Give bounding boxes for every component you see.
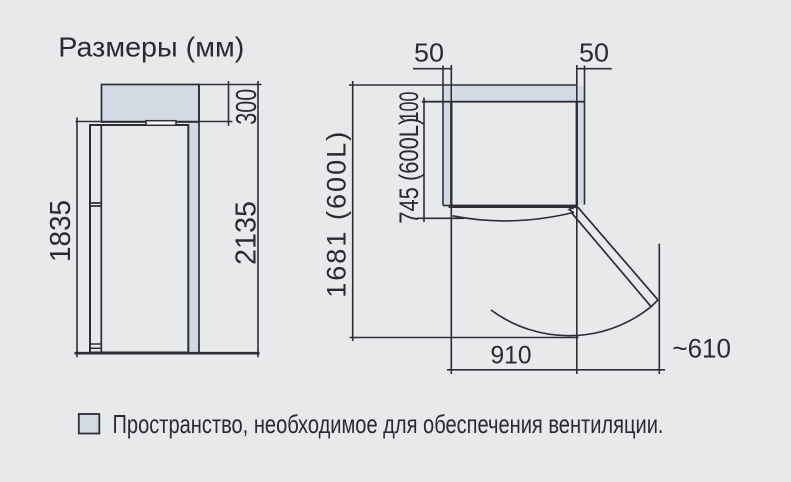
svg-text:~610: ~610 [672, 333, 731, 363]
svg-text:745 (600L): 745 (600L) [394, 118, 424, 224]
svg-text:910: 910 [491, 341, 532, 369]
svg-text:300: 300 [231, 89, 263, 125]
svg-text:50: 50 [414, 38, 444, 68]
svg-text:Размеры (мм): Размеры (мм) [58, 31, 244, 62]
svg-text:50: 50 [579, 38, 609, 68]
svg-text:Пространство, необходимое для: Пространство, необходимое для обеспечени… [113, 409, 664, 439]
svg-text:100: 100 [394, 92, 424, 122]
svg-text:1835: 1835 [45, 200, 77, 262]
svg-text:1681 (600L): 1681 (600L) [322, 132, 352, 298]
svg-text:2135: 2135 [231, 201, 263, 265]
